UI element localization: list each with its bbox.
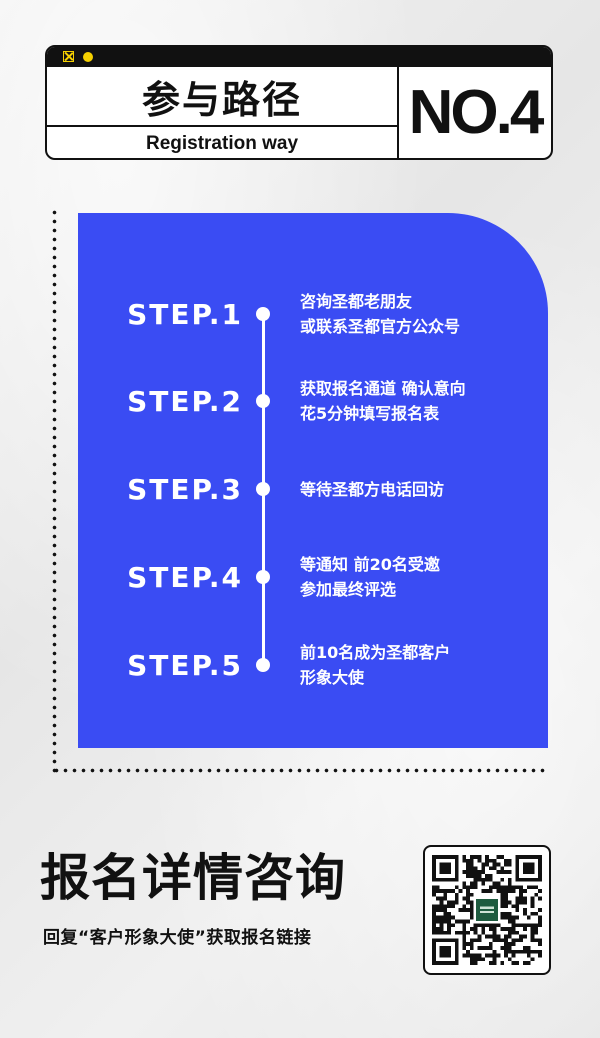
dotted-border-left	[52, 208, 57, 773]
step-line: 获取报名通道 确认意向	[300, 379, 466, 398]
step-description: 前10名成为圣都客户 形象大使	[300, 635, 540, 695]
window-dot-icon	[83, 52, 93, 62]
step-line: 咨询圣都老朋友	[300, 292, 413, 311]
step-line: 花5分钟填写报名表	[300, 404, 440, 423]
steps-panel: STEP.1 咨询圣都老朋友 或联系圣都官方公众号 STEP.2 获取报名通道 …	[78, 213, 548, 748]
step-line: 或联系圣都官方公众号	[300, 317, 461, 336]
step-item: STEP.3 等待圣都方电话回访	[78, 459, 548, 519]
timeline-dot	[256, 658, 270, 672]
qr-code-card[interactable]	[423, 845, 551, 975]
header-card: 参与路径 Registration way NO.4	[45, 45, 553, 160]
step-description: 等通知 前20名受邀 参加最终评选	[300, 547, 540, 607]
step-item: STEP.2 获取报名通道 确认意向 花5分钟填写报名表	[78, 371, 548, 431]
timeline-dot	[256, 482, 270, 496]
qr-code-icon[interactable]	[432, 855, 542, 965]
step-line: 形象大使	[300, 668, 365, 687]
step-description: 等待圣都方电话回访	[300, 459, 540, 519]
step-line: 前10名成为圣都客户	[300, 643, 451, 662]
timeline-dot	[256, 570, 270, 584]
page-subtitle: Registration way	[145, 132, 299, 154]
step-description: 获取报名通道 确认意向 花5分钟填写报名表	[300, 371, 540, 431]
step-label: STEP.5	[127, 648, 243, 682]
step-line: 参加最终评选	[300, 580, 397, 599]
dotted-border-bottom	[52, 768, 548, 773]
timeline-dot	[256, 307, 270, 321]
section-number: NO.4	[408, 78, 545, 147]
footer-subtitle: 回复“客户形象大使”获取报名链接	[43, 928, 312, 948]
header-vertical-divider	[397, 67, 399, 158]
step-label: STEP.2	[127, 384, 243, 418]
step-label: STEP.4	[127, 560, 243, 594]
step-label: STEP.3	[127, 472, 243, 506]
close-window-icon[interactable]	[63, 51, 74, 62]
timeline-dot	[256, 394, 270, 408]
step-item: STEP.1 咨询圣都老朋友 或联系圣都官方公众号	[78, 284, 548, 344]
page-title: 参与路径	[141, 77, 302, 122]
header-divider	[47, 125, 397, 127]
step-item: STEP.4 等通知 前20名受邀 参加最终评选	[78, 547, 548, 607]
step-description: 咨询圣都老朋友 或联系圣都官方公众号	[300, 284, 540, 344]
window-title-bar	[47, 47, 551, 67]
footer-title: 报名详情咨询	[40, 849, 346, 907]
step-label: STEP.1	[127, 297, 243, 331]
step-line: 等通知 前20名受邀	[300, 555, 440, 574]
step-line: 等待圣都方电话回访	[300, 479, 445, 499]
step-item: STEP.5 前10名成为圣都客户 形象大使	[78, 635, 548, 695]
